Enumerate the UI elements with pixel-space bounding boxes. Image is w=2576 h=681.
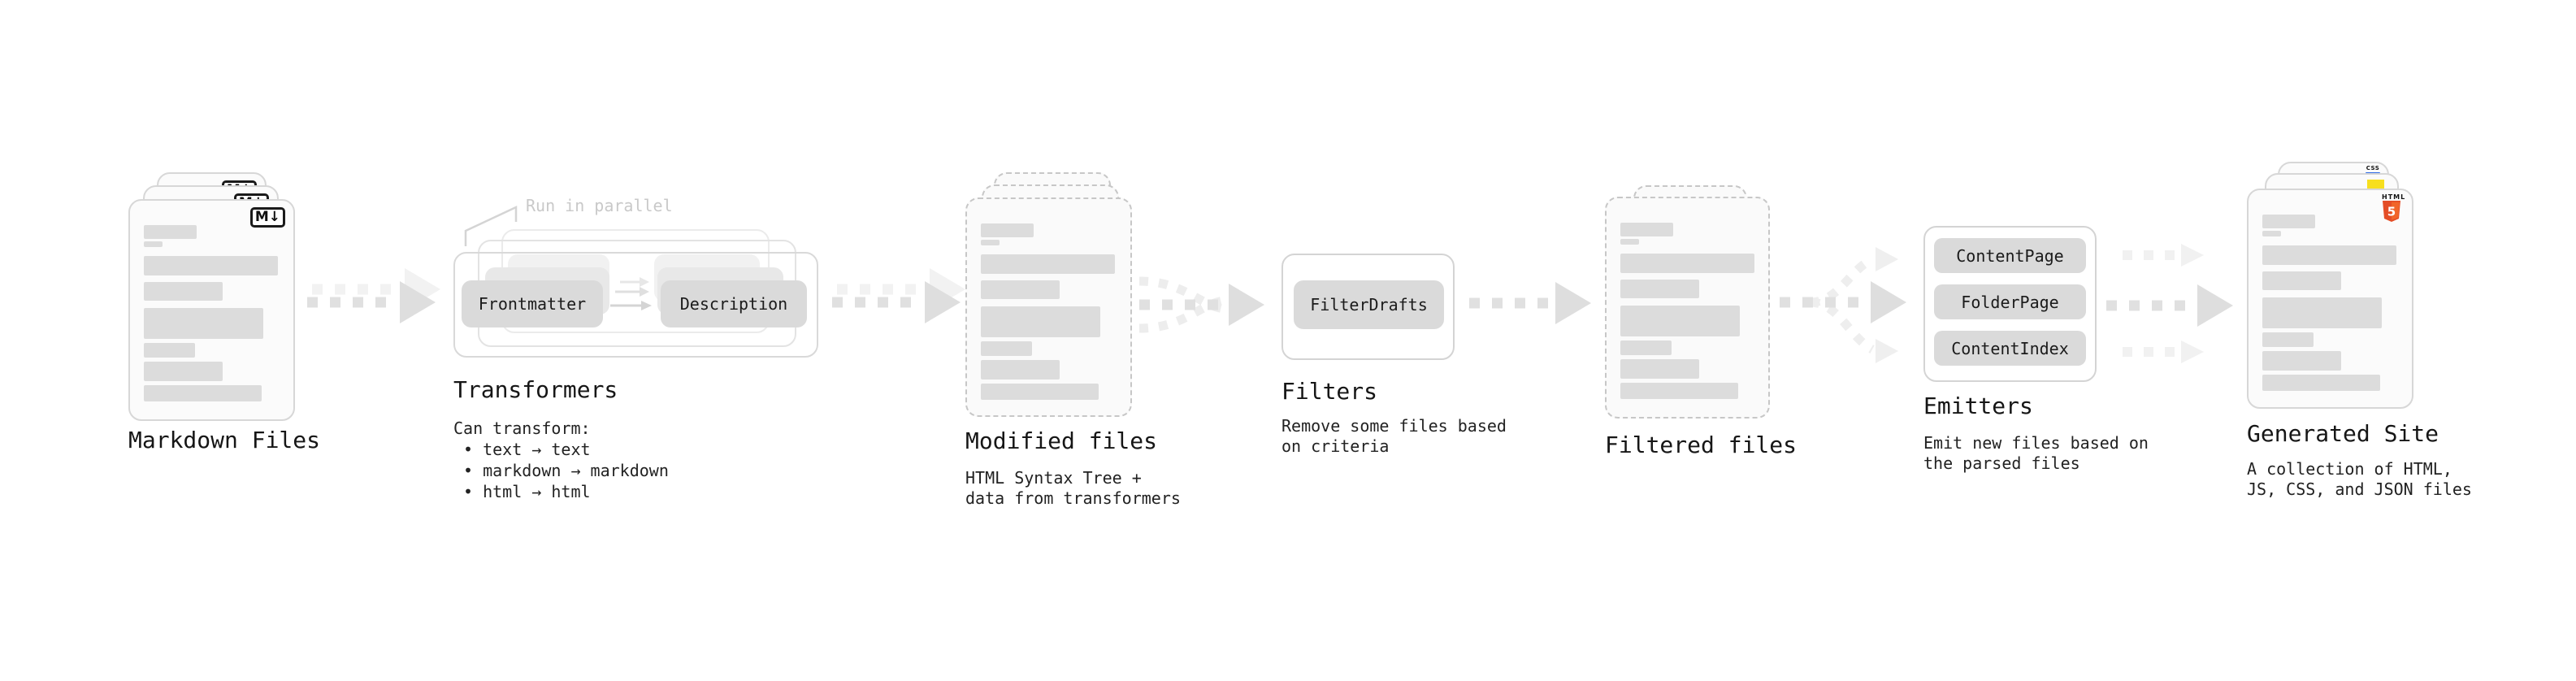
arrows-frontmatter-to-description — [610, 277, 652, 310]
description-node: Description — [661, 280, 807, 327]
text-placeholder — [144, 241, 163, 247]
folderpage-node: FolderPage — [1934, 284, 2086, 319]
js-icon — [2367, 180, 2384, 190]
html5-icon: HTML 5 — [2382, 193, 2405, 226]
text-placeholder — [2262, 245, 2396, 265]
text-placeholder — [144, 308, 263, 339]
text-placeholder — [2262, 215, 2315, 228]
contentpage-node: ContentPage — [1934, 238, 2086, 273]
text-placeholder — [2262, 332, 2314, 347]
text-placeholder — [981, 306, 1100, 337]
text-placeholder — [981, 280, 1060, 299]
frontmatter-node: Frontmatter — [462, 280, 603, 327]
emitters-desc: Emit new files based on the parsed files — [1923, 433, 2149, 473]
text-placeholder — [144, 225, 197, 239]
transformer-container-front — [453, 252, 818, 358]
section-modified-files: Modified files HTML Syntax Tree + data f… — [965, 172, 1193, 514]
modified-files-desc: HTML Syntax Tree + data from transformer… — [965, 468, 1181, 508]
text-placeholder — [1620, 239, 1639, 245]
text-placeholder — [1620, 223, 1673, 236]
svg-text:5: 5 — [2387, 205, 2396, 219]
markdown-files-label: Markdown Files — [128, 427, 321, 453]
arrow-filtered-to-emitters — [1780, 247, 1906, 363]
section-generated-site: CSS HTML 5 Generated — [2247, 162, 2474, 511]
text-placeholder — [1620, 359, 1699, 379]
text-placeholder — [1620, 340, 1672, 355]
modified-files-label: Modified files — [965, 427, 1158, 454]
generated-site-desc: A collection of HTML, JS, CSS, and JSON … — [2247, 459, 2472, 499]
run-in-parallel-annotation: Run in parallel — [526, 196, 673, 215]
filters-label: Filters — [1281, 378, 1378, 405]
text-placeholder — [981, 360, 1060, 380]
filterdrafts-node: FilterDrafts — [1294, 280, 1444, 329]
bullet-item: • markdown → markdown — [463, 461, 669, 480]
bullet-item: • text → text — [463, 440, 591, 459]
text-placeholder — [1620, 383, 1738, 399]
text-placeholder — [2262, 297, 2382, 328]
text-placeholder — [981, 384, 1099, 400]
emitters-label: Emitters — [1923, 393, 2033, 419]
arrow-modified-to-filters — [1138, 276, 1264, 333]
arrow-markdown-to-transformers — [307, 268, 440, 323]
transformers-bullet-list: • text → text • markdown → markdown • ht… — [463, 439, 669, 502]
modified-file-card-front — [965, 197, 1132, 417]
filters-desc: Remove some files based on criteria — [1281, 416, 1507, 456]
contentindex-node: ContentIndex — [1934, 331, 2086, 366]
filters-container — [1281, 254, 1455, 360]
arrows-emitters-to-generated — [2106, 244, 2233, 363]
text-placeholder — [144, 256, 278, 275]
section-markdown-files: M↓ M↓ M↓ Markdown Files — [128, 172, 340, 497]
bullet-item: • html → html — [463, 482, 591, 501]
text-placeholder — [1620, 280, 1699, 298]
annotation-leader-line — [464, 206, 518, 246]
filtered-files-label: Filtered files — [1605, 432, 1798, 458]
text-placeholder — [981, 254, 1115, 274]
generated-site-label: Generated Site — [2247, 420, 2439, 447]
filtered-file-card-front — [1605, 197, 1770, 419]
section-filtered-files: Filtered files — [1605, 185, 1816, 478]
transformers-desc-heading: Can transform: — [453, 419, 591, 438]
text-placeholder — [2262, 271, 2341, 290]
generated-html-file-card: HTML 5 — [2247, 189, 2413, 409]
arrow-transformers-to-modified — [832, 268, 965, 323]
text-placeholder — [981, 341, 1032, 356]
section-emitters: ContentPage FolderPage ContentIndex Emit… — [1923, 226, 2184, 494]
section-filters: FilterDrafts Filters Remove some files b… — [1281, 254, 1542, 497]
text-placeholder — [144, 385, 262, 401]
text-placeholder — [144, 282, 223, 301]
text-placeholder — [2262, 231, 2281, 236]
text-placeholder — [981, 240, 1000, 245]
text-placeholder — [1620, 254, 1754, 273]
text-placeholder — [1620, 306, 1740, 336]
text-placeholder — [144, 362, 223, 381]
section-transformers: Frontmatter Description Transformers Can… — [453, 202, 835, 510]
markdown-file-card-front: M↓ — [128, 199, 295, 421]
emitters-container — [1923, 226, 2097, 382]
text-placeholder — [981, 223, 1034, 237]
markdown-icon: M↓ — [249, 207, 285, 228]
transformers-label: Transformers — [453, 376, 618, 403]
text-placeholder — [144, 343, 195, 358]
text-placeholder — [2262, 351, 2341, 371]
text-placeholder — [2262, 375, 2380, 391]
arrow-filters-to-filtered — [1469, 282, 1591, 324]
